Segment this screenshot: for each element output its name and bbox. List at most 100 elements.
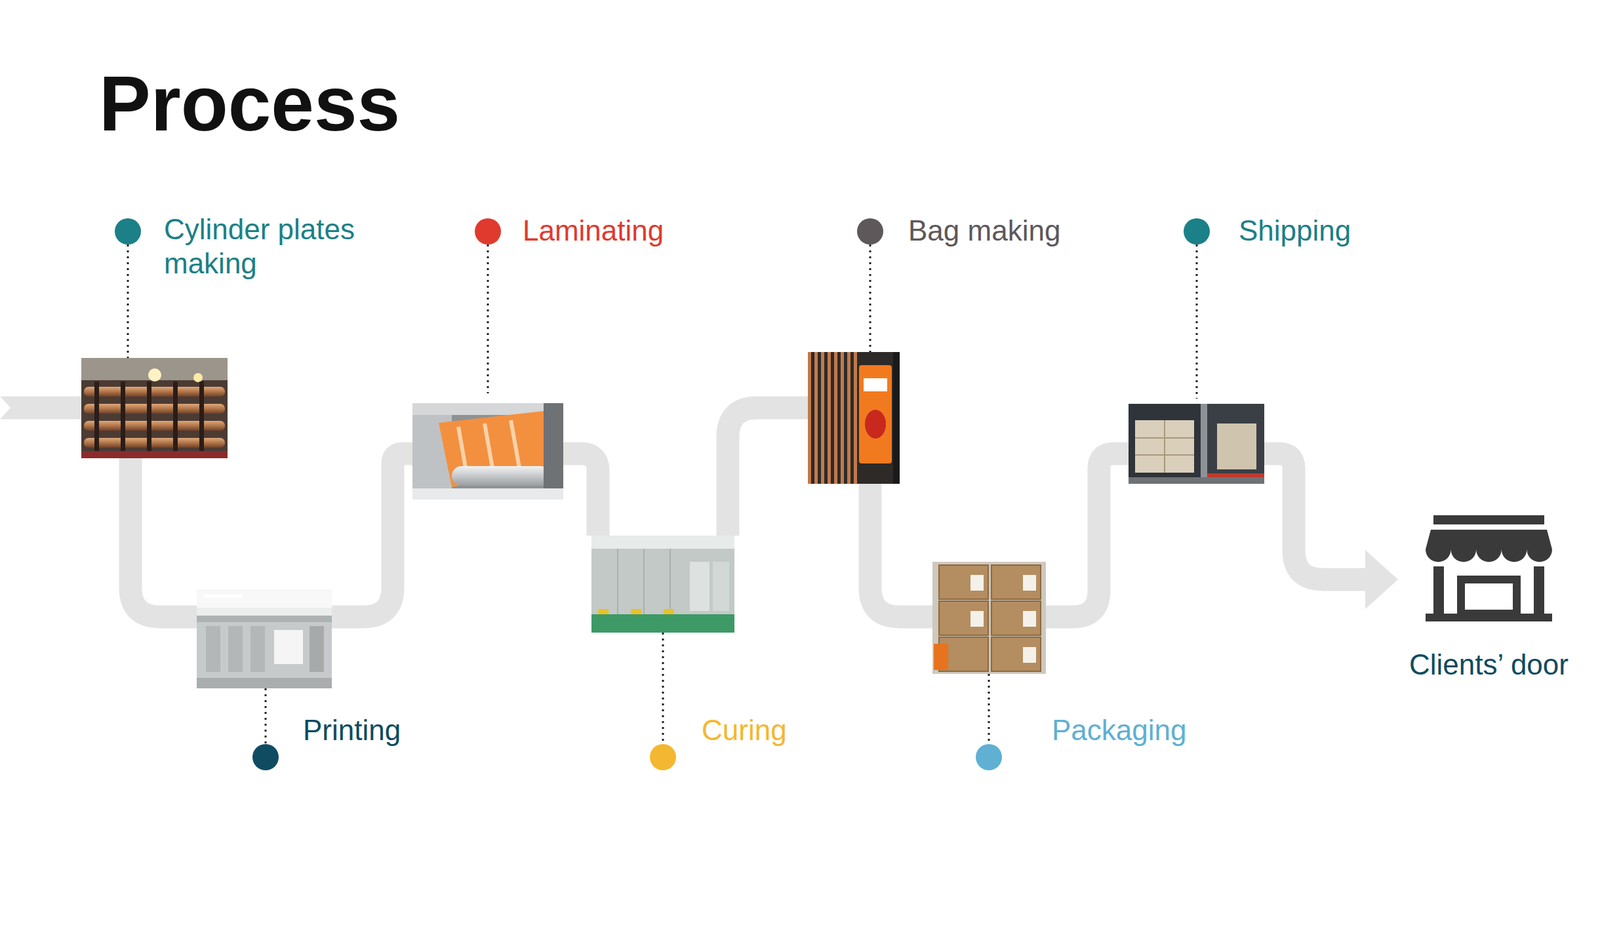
curing-photo-part	[663, 609, 675, 615]
cylinder-photo	[81, 358, 228, 459]
destination-node: Clients’ door	[1398, 515, 1580, 682]
step-dots-part	[649, 744, 677, 771]
step-label: Printing	[302, 713, 566, 748]
flow-band	[1264, 453, 1399, 610]
laminating-photo-part	[543, 403, 564, 500]
curing-photo-part	[630, 609, 642, 615]
shipping-photo-part	[1128, 477, 1265, 484]
flow-tail	[0, 396, 87, 420]
leader-lines-part	[127, 244, 130, 359]
store-icon-part	[1433, 515, 1545, 525]
store-icon	[1425, 515, 1553, 622]
bag-making-photo-part	[807, 352, 900, 484]
leader-lines-part	[662, 632, 665, 745]
step-dots-part	[975, 744, 1002, 771]
curing-photo	[591, 535, 735, 633]
shipping-photo-part	[1163, 420, 1166, 473]
process-step: Packaging	[932, 561, 1046, 675]
laminating-photo-part	[451, 466, 551, 486]
process-step: Curing	[591, 535, 735, 633]
printing-photo-part	[205, 626, 221, 673]
leader-lines-part	[988, 674, 991, 745]
cylinder-photo-part	[173, 381, 178, 453]
shipping-photo-part	[1207, 473, 1265, 478]
store-icon-part	[1460, 579, 1517, 614]
printing-photo-part	[309, 626, 324, 673]
curing-photo-part	[591, 535, 735, 633]
step-dots-part	[1183, 218, 1210, 245]
packaging-photo	[932, 561, 1046, 675]
printing-photo-part	[203, 594, 243, 599]
curing-photo-part	[669, 548, 671, 615]
leader-lines-part	[1196, 244, 1199, 399]
flow-band	[727, 407, 808, 536]
curing-photo-part	[591, 614, 735, 633]
bag-making-photo-part	[853, 352, 858, 484]
step-dots-part	[857, 218, 884, 245]
curing-photo-part	[598, 609, 609, 615]
store-icon-part	[1425, 529, 1553, 550]
process-step: Cylinder plates making	[81, 358, 228, 459]
leader-lines	[127, 244, 1197, 745]
diagram-title: Process	[99, 64, 400, 143]
printing-photo-part	[196, 615, 332, 679]
flow-band-line	[1264, 453, 1367, 580]
flow-band-line	[563, 453, 599, 536]
cylinder-photo-part	[193, 373, 203, 383]
flow-band-line	[331, 453, 413, 618]
store-icon-part	[1433, 566, 1444, 616]
laminating-photo-part	[438, 411, 551, 488]
leader-lines-part	[869, 244, 872, 353]
bag-making-photo-part	[859, 365, 892, 464]
leader-lines-part	[487, 244, 490, 394]
shipping-photo-part	[1128, 403, 1265, 484]
flow-band	[563, 453, 599, 536]
step-dots-part	[114, 218, 141, 245]
flow-band	[331, 453, 413, 618]
store-icon-part	[1533, 566, 1545, 616]
store-icon-part	[1425, 549, 1553, 562]
packaging-photo-part	[970, 611, 984, 627]
packaging-photo-part	[991, 565, 1041, 600]
shipping-photo-part	[1135, 420, 1195, 473]
packaging-photo-part	[991, 637, 1041, 672]
printing-photo-part	[228, 626, 243, 673]
shipping-photo	[1128, 403, 1265, 484]
laminating-photo-part	[412, 488, 564, 500]
flow-band-line	[130, 458, 197, 618]
packaging-photo-part	[932, 561, 1046, 675]
bag-making-photo-part	[840, 352, 844, 484]
cylinder-photo-part	[146, 381, 152, 453]
bag-making-photo-part	[834, 352, 838, 484]
printing-photo-part	[196, 678, 332, 689]
packaging-photo-part	[939, 601, 989, 636]
curing-photo-part	[643, 548, 645, 615]
bag-making-photo-part	[820, 352, 825, 484]
printing-photo-part	[196, 589, 332, 608]
packaging-photo-part	[970, 575, 984, 591]
cylinder-photo-part	[120, 381, 126, 453]
flow-band	[870, 483, 933, 618]
printing-photo-part	[196, 589, 332, 689]
process-step: Bag making	[807, 352, 900, 484]
step-label: Laminating	[522, 213, 785, 248]
laminating-photo	[412, 403, 564, 500]
bag-making-photo-part	[814, 352, 818, 484]
step-dots	[114, 218, 1210, 771]
packaging-photo-part	[1022, 575, 1037, 591]
bag-making-photo-part	[893, 352, 900, 484]
packaging-photo-part	[991, 601, 1041, 636]
step-label: Bag making	[908, 213, 1171, 248]
printing-photo-part	[274, 630, 303, 665]
leader-lines-part	[264, 688, 267, 745]
step-label: Cylinder plates making	[163, 212, 374, 281]
printing-photo	[196, 589, 332, 689]
curing-photo-part	[689, 561, 710, 612]
step-label: Clients’ door	[1398, 647, 1580, 682]
flow-band-line	[727, 407, 808, 536]
packaging-photo-part	[933, 643, 949, 671]
cylinder-photo-part	[148, 368, 162, 382]
packaging-photo-part	[939, 565, 989, 600]
bag-making-photo-part	[847, 352, 851, 484]
